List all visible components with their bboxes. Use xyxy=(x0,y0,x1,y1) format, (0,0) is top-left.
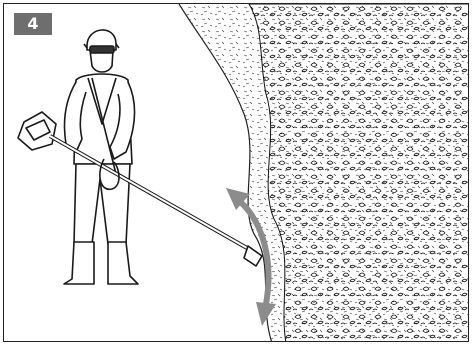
operator-figure xyxy=(64,30,138,284)
brush-cutter-illustration xyxy=(4,4,469,342)
brush-cutter xyxy=(18,112,262,266)
step-number-badge: 4 xyxy=(14,13,52,35)
illustration-frame: 4 xyxy=(3,3,469,342)
